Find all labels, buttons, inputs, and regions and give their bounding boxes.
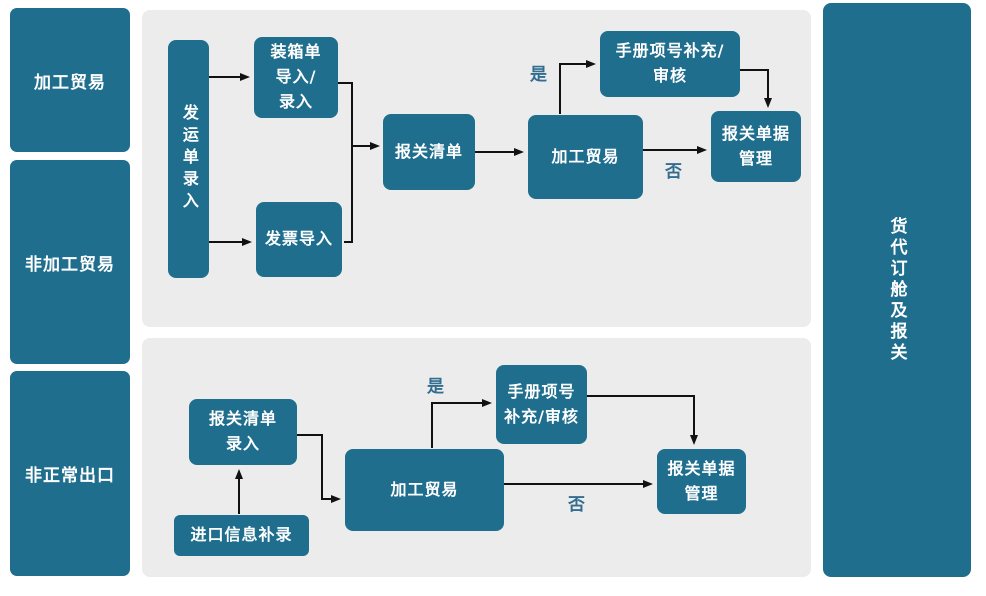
edge-label-no-top: 否 [665, 162, 682, 182]
category-label: 非正常出口 [25, 466, 115, 486]
node-label: 加工贸易 [390, 479, 459, 499]
edge-label-yes-bottom: 是 [427, 377, 444, 397]
node-label: 报关清单 [394, 141, 463, 161]
category-non-processing-trade: 非加工贸易 [10, 160, 130, 364]
node-label: 报关单据 管理 [721, 123, 790, 168]
node-manual-item-supplement-top: 手册项号补充/ 审核 [600, 31, 740, 97]
node-manual-item-supplement-bottom: 手册项号 补充/审核 [496, 365, 587, 444]
edge-label-yes-top: 是 [530, 65, 547, 85]
node-label: 手册项号 补充/审核 [504, 381, 579, 426]
node-customs-doc-mgmt-top: 报关单据 管理 [711, 111, 801, 182]
node-label: 发运单录入 [179, 104, 199, 214]
category-label: 非加工贸易 [25, 254, 115, 275]
node-import-info-supplement: 进口信息补录 [174, 515, 309, 556]
freight-booking-label: 货代订舱及报关 [886, 216, 907, 364]
node-label: 加工贸易 [551, 146, 620, 166]
node-label: 进口信息补录 [190, 525, 293, 545]
node-processing-trade-top: 加工贸易 [528, 115, 643, 199]
node-label: 发票导入 [264, 229, 333, 249]
node-shipping-order-entry: 发运单录入 [168, 40, 209, 278]
freight-booking-rail: 货代订舱及报关 [823, 3, 971, 577]
node-packing-list-import: 装箱单 导入/ 录入 [254, 37, 338, 118]
node-label: 装箱单 导入/ 录入 [270, 42, 322, 111]
category-abnormal-export: 非正常出口 [10, 371, 130, 576]
edge-label-no-bottom: 否 [568, 495, 585, 515]
node-customs-list-entry: 报关清单 录入 [189, 399, 297, 465]
node-label: 报关清单 录入 [208, 409, 277, 453]
node-customs-doc-mgmt-bottom: 报关单据 管理 [657, 449, 746, 514]
category-processing-trade: 加工贸易 [10, 8, 130, 152]
node-customs-list: 报关清单 [383, 114, 475, 190]
node-processing-trade-bottom: 加工贸易 [345, 449, 504, 531]
node-label: 报关单据 管理 [667, 458, 736, 503]
category-label: 加工贸易 [34, 72, 106, 93]
node-invoice-import: 发票导入 [256, 202, 342, 277]
node-label: 手册项号补充/ 审核 [615, 41, 725, 85]
